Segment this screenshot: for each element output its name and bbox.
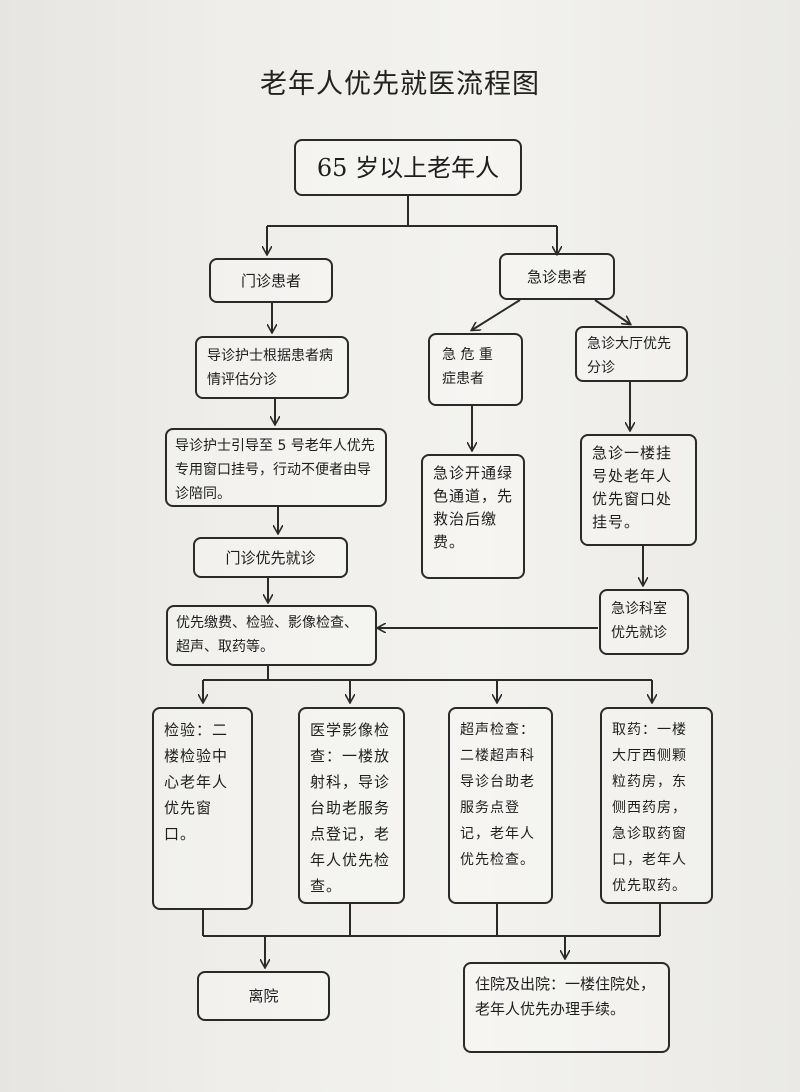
triage-label: 导诊护士根据患者病情评估分诊	[207, 348, 333, 388]
critical-label: 急 危 重 症患者	[442, 347, 493, 387]
critical-box: 急 危 重 症患者	[428, 333, 523, 406]
ultrasound-box: 超声检查：二楼超声科导诊台助老服务点登记，老年人优先检查。	[448, 707, 553, 904]
lab-box: 检验：二楼检验中心老年人优先窗口。	[152, 707, 253, 910]
services-box: 优先缴费、检验、影像检查、超声、取药等。	[166, 605, 377, 666]
er-hall-box: 急诊大厅优先分诊	[575, 326, 688, 382]
connector-services-split	[203, 666, 652, 681]
services-label: 优先缴费、检验、影像检查、超声、取药等。	[176, 615, 358, 655]
outpatient-box: 门诊患者	[209, 258, 333, 303]
leave-box: 离院	[197, 971, 330, 1021]
root-label: 65 岁以上老年人	[316, 153, 500, 182]
ultrasound-label: 超声检查：二楼超声科导诊台助老服务点登记，老年人优先检查。	[460, 722, 535, 868]
er-register-box: 急诊一楼挂号处老年人优先窗口处挂号。	[580, 434, 697, 546]
green-channel-label: 急诊开通绿色通道，先救治后缴费。	[433, 464, 514, 551]
emergency-label: 急诊患者	[526, 267, 587, 286]
connector-root-split	[267, 196, 557, 227]
outpatient-priority-box: 门诊优先就诊	[193, 537, 348, 578]
arrow-emergency-to-hall	[594, 299, 630, 324]
er-dept-label: 急诊科室优先就诊	[611, 601, 667, 641]
outpatient-priority-label: 门诊优先就诊	[225, 548, 316, 567]
root-box: 65 岁以上老年人	[294, 139, 522, 196]
leave-label: 离院	[248, 987, 279, 1005]
pharmacy-box: 取药：一楼大厅西侧颗粒药房，东侧西药房，急诊取药窗口，老年人优先取药。	[600, 707, 713, 904]
connector-bottom-merge	[202, 904, 661, 937]
guide-window-label: 导诊护士引导至 5 号老年人优先专用窗口挂号，行动不便者由导诊陪同。	[175, 438, 375, 502]
admission-box: 住院及出院：一楼住院处，老年人优先办理手续。	[463, 962, 670, 1053]
admission-label: 住院及出院：一楼住院处，老年人优先办理手续。	[475, 975, 656, 1018]
page-title: 老年人优先就医流程图	[260, 69, 540, 100]
lab-label: 检验：二楼检验中心老年人优先窗口。	[164, 721, 229, 843]
triage-box: 导诊护士根据患者病情评估分诊	[195, 336, 349, 399]
emergency-box: 急诊患者	[499, 253, 615, 300]
imaging-box: 医学影像检查：一楼放射科，导诊台助老服务点登记，老年人优先检查。	[298, 707, 405, 904]
guide-window-box: 导诊护士引导至 5 号老年人优先专用窗口挂号，行动不便者由导诊陪同。	[165, 428, 387, 507]
er-hall-label: 急诊大厅优先分诊	[587, 336, 671, 376]
er-register-label: 急诊一楼挂号处老年人优先窗口处挂号。	[592, 444, 673, 531]
pharmacy-label: 取药：一楼大厅西侧颗粒药房，东侧西药房，急诊取药窗口，老年人优先取药。	[612, 722, 687, 894]
imaging-label: 医学影像检查：一楼放射科，导诊台助老服务点登记，老年人优先检查。	[310, 721, 391, 895]
outpatient-label: 门诊患者	[240, 271, 301, 290]
arrow-emergency-to-critical	[472, 299, 521, 330]
green-channel-box: 急诊开通绿色通道，先救治后缴费。	[421, 454, 525, 579]
er-dept-box: 急诊科室优先就诊	[599, 589, 689, 655]
